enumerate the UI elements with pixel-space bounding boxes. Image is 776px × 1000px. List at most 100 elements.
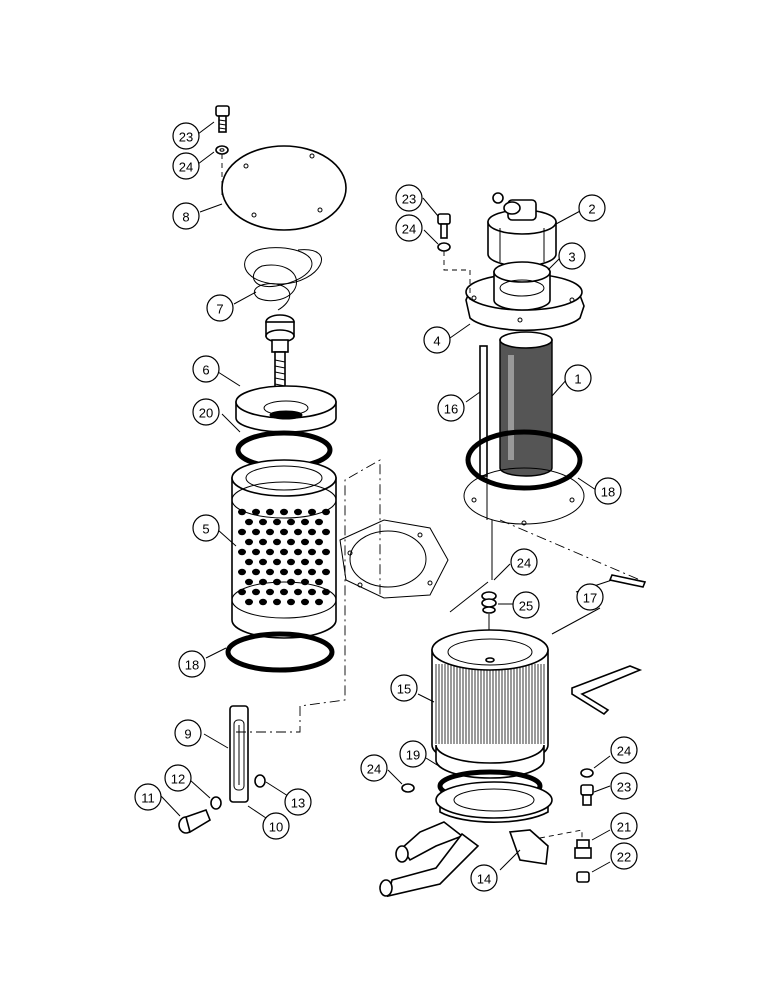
callout-circle	[423, 326, 451, 354]
callout-circle	[395, 184, 423, 212]
perforation-hole	[301, 558, 309, 566]
callout-15: 15	[390, 674, 418, 702]
o-ring-18-right	[465, 429, 583, 491]
perforation-hole	[266, 528, 274, 536]
perforation-hole	[322, 508, 330, 516]
perforation-hole	[259, 578, 267, 586]
dipstick-tip-17	[449, 574, 647, 635]
callout-number: 8	[182, 210, 189, 225]
callout-circle	[284, 788, 312, 816]
callout-3: 3	[558, 242, 586, 270]
tank-flange	[463, 467, 585, 526]
callout-number: 21	[617, 820, 631, 835]
perforation-hole	[259, 518, 267, 526]
perforation-hole	[238, 508, 246, 516]
callout-circle	[510, 548, 538, 576]
perforation-hole	[294, 508, 302, 516]
callout-24: 24	[510, 548, 538, 576]
callout-circle	[172, 202, 200, 230]
callout-circle	[134, 783, 162, 811]
perforation-hole	[315, 538, 323, 546]
perforations	[238, 508, 330, 606]
perforation-hole	[238, 528, 246, 536]
perforation-hole	[308, 508, 316, 516]
washer-24-left	[215, 145, 229, 155]
perforation-hole	[245, 598, 253, 606]
callout-23: 23	[395, 184, 423, 212]
callout-24: 24	[172, 152, 200, 180]
callout-7: 7	[206, 294, 234, 322]
perforation-hole	[273, 598, 281, 606]
perforation-hole	[259, 538, 267, 546]
callout-circle	[470, 864, 498, 892]
perforation-hole	[301, 598, 309, 606]
callout-14: 14	[470, 864, 498, 892]
perforation-hole	[315, 598, 323, 606]
callout-number: 24	[617, 744, 631, 759]
perforation-hole	[294, 548, 302, 556]
perforation-hole	[301, 538, 309, 546]
callout-11: 11	[134, 783, 162, 811]
perforation-hole	[280, 568, 288, 576]
perforation-hole	[322, 568, 330, 576]
callout-circle	[172, 122, 200, 150]
callout-number: 6	[202, 363, 209, 378]
perforation-hole	[252, 548, 260, 556]
callout-circle	[262, 812, 290, 840]
callout-number: 12	[171, 772, 185, 787]
perforation-hole	[308, 548, 316, 556]
perforation-hole	[266, 588, 274, 596]
callout-circle	[192, 355, 220, 383]
perforation-hole	[238, 588, 246, 596]
callout-10: 10	[262, 812, 290, 840]
callout-6: 6	[192, 355, 220, 383]
callout-9: 9	[174, 719, 202, 747]
perforation-hole	[252, 588, 260, 596]
filter-cap-6	[235, 385, 337, 433]
callout-number: 15	[397, 682, 411, 697]
callout-circle	[512, 591, 540, 619]
callout-19: 19	[399, 740, 427, 768]
perforation-hole	[287, 598, 295, 606]
callout-number: 1	[574, 372, 581, 387]
callout-number: 19	[406, 748, 420, 763]
perforation-hole	[238, 568, 246, 576]
callout-12: 12	[164, 764, 192, 792]
washer-24-base-left	[401, 783, 415, 793]
callout-number: 7	[216, 302, 223, 317]
callout-2: 2	[578, 194, 606, 222]
callout-circle	[360, 754, 388, 782]
callout-circle	[558, 242, 586, 270]
perforation-hole	[245, 518, 253, 526]
callout-circle	[594, 477, 622, 505]
callout-21: 21	[610, 812, 638, 840]
callout-number: 23	[402, 192, 416, 207]
bolt-23-base	[580, 784, 594, 806]
perforation-hole	[308, 528, 316, 536]
callout-circle	[610, 772, 638, 800]
callout-number: 17	[583, 591, 597, 606]
callout-number: 16	[444, 402, 458, 417]
bracket	[571, 665, 643, 716]
callout-circle	[174, 719, 202, 747]
callout-number: 24	[179, 160, 193, 175]
breather-cap-2	[487, 192, 557, 267]
callout-circle	[206, 294, 234, 322]
callout-22: 22	[610, 842, 638, 870]
fitting-21	[574, 839, 592, 859]
perforation-hole	[273, 578, 281, 586]
callout-number: 18	[601, 485, 615, 500]
callout-number: 10	[269, 820, 283, 835]
callout-circle	[172, 152, 200, 180]
callout-24: 24	[395, 214, 423, 242]
plug-22	[576, 871, 590, 883]
filter-element-15	[431, 629, 549, 779]
perforation-hole	[238, 548, 246, 556]
callout-number: 11	[141, 791, 155, 806]
perforation-hole	[308, 568, 316, 576]
perforation-hole	[273, 538, 281, 546]
perforation-hole	[322, 548, 330, 556]
perforation-hole	[245, 578, 253, 586]
callout-circle	[192, 398, 220, 426]
